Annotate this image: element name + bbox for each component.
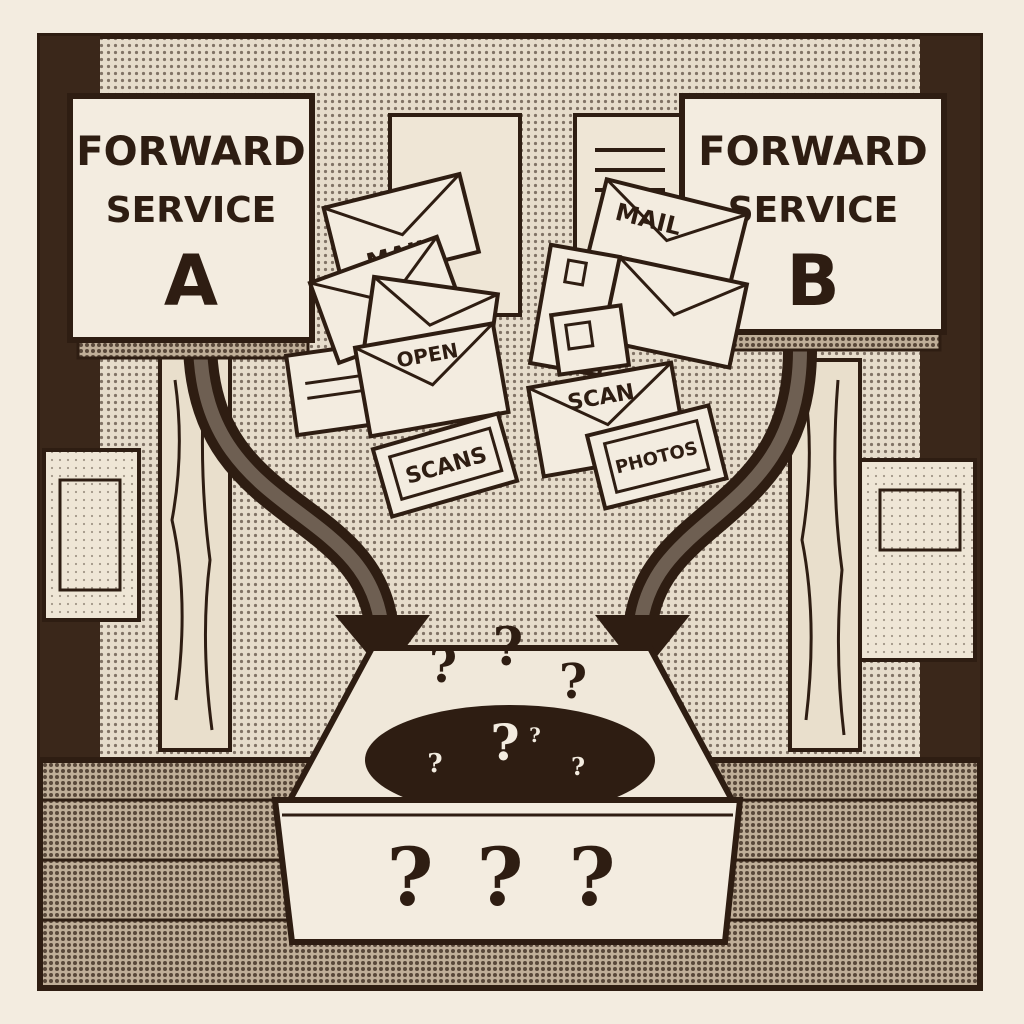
question-marks: ? ? ? ? ? ? ? ? ? ? [387, 617, 616, 924]
question-mark: ? [429, 638, 457, 694]
question-mark: ? [427, 749, 442, 779]
envelope-open: OPEN [352, 321, 511, 439]
question-mark-front: ? [477, 830, 524, 924]
sign-service-a: FORWARD SERVICE A [67, 93, 315, 360]
sign-a-letter: A [164, 240, 218, 322]
envelope-photos: PHOTOS [584, 403, 729, 511]
inbox-tray [271, 645, 744, 945]
question-mark-front: ? [569, 830, 616, 924]
sign-a-line2: SERVICE [106, 190, 277, 231]
right-mail-pile: MAIL SCAN PHOTOS [525, 176, 750, 511]
question-mark: ? [493, 617, 523, 678]
question-mark: ? [490, 713, 519, 772]
envelope-scans: SCANS [370, 410, 520, 520]
sign-b-line1: FORWARD [698, 129, 927, 175]
question-mark: ? [559, 654, 587, 710]
sign-b-line2: SERVICE [728, 190, 899, 231]
question-mark-front: ? [387, 830, 434, 924]
question-mark: ? [571, 752, 585, 781]
question-mark: ? [529, 723, 541, 747]
sign-b-letter: B [786, 240, 839, 322]
sign-a-line1: FORWARD [76, 129, 305, 175]
left-mail-pile: MAIL OPEN SCANS [283, 171, 520, 520]
